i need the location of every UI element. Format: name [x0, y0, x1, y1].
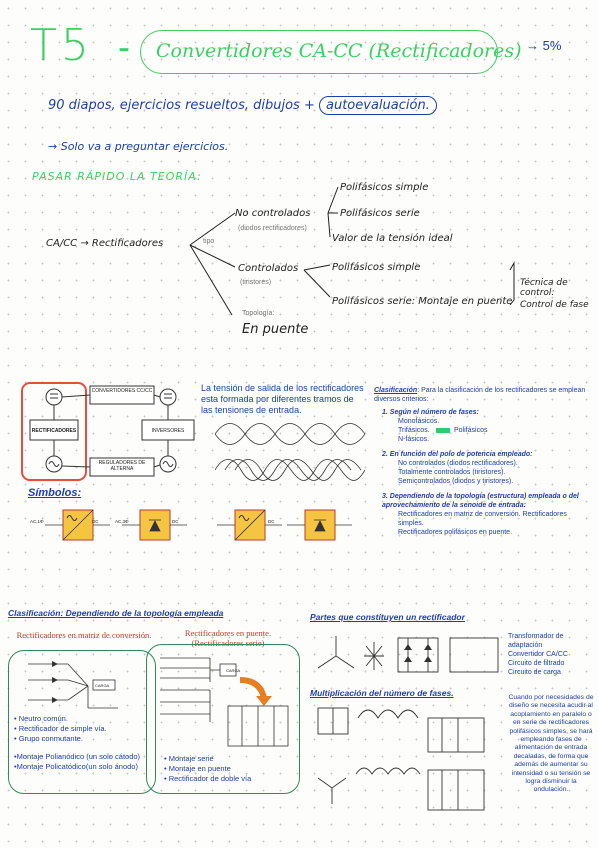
clasif-c2: 2. En función del polo de potencia emple… [382, 451, 533, 458]
subtitle-outline [140, 30, 498, 74]
tree-valor: Valor de la tensión ideal [332, 233, 453, 244]
partes-item-3: Circuito de carga [508, 669, 561, 676]
tree-control-fase: Control de fase [520, 300, 589, 310]
puente-item-1: • Montaje en puente [164, 764, 231, 773]
matriz-items: • Neutro común. • Rectificador de simple… [14, 714, 140, 772]
clasif-head: Clasificación [374, 387, 418, 394]
clasif-c3a: Rectificadores en matriz de conversión. … [398, 511, 567, 527]
clasif-c1b-row: Trifásicos. Polifásicos [374, 426, 589, 435]
simbolos-heading: Símbolos: [28, 487, 82, 499]
partes-list: Transformador de adaptación Convertidor … [508, 632, 599, 677]
autoeval-badge: autoevaluación. [319, 96, 437, 115]
multiplicacion-text: Cuando por necesidades de diseño se nece… [508, 694, 594, 794]
tree-connectors [189, 186, 515, 316]
tree-pol-simple-2: Polifásicos simple [332, 262, 421, 273]
converters-block-diagram [21, 382, 195, 481]
clasif-head-rest: : Para la clasificación de los rectifica… [374, 387, 586, 403]
tree-controlados: Controlados [238, 263, 299, 274]
tree-no-controlados: No controlados [235, 208, 311, 219]
matriz-item-2: • Grupo conmutante. [14, 734, 83, 743]
title-subtitle: Convertidores CA-CC (Rectificadores) [156, 40, 522, 62]
sym-label-dc-3: DC [268, 519, 275, 524]
clasificacion-block: Clasificación: Para la clasificación de … [374, 386, 589, 537]
puente-panel [146, 644, 300, 794]
carga-label-1: CARGA [95, 683, 110, 688]
clasif-c1c: N-fásicos. [398, 436, 430, 443]
puente-items: • Montaje serie • Montaje en puente • Re… [164, 754, 251, 784]
matriz-title: Rectificadores en matriz de conversión. [16, 630, 152, 640]
puente-item-2: • Rectificador de doble vía [164, 774, 252, 783]
diag-rect-label: RECTIFICADORES [31, 428, 77, 434]
tree-tecnica: Técnica de control: [520, 278, 568, 298]
clasif-c2b: Totalmente controlados (tiristores). [398, 469, 506, 476]
multiplicacion-heading: Multiplicación del número de fases. [310, 688, 454, 698]
diag-reg-label: REGULADORES DE ALTERNA [98, 460, 146, 472]
partes-item-1: Convertidor CA/CC [508, 651, 568, 658]
matriz-item-1: • Rectificador de simple vía. [14, 724, 107, 733]
sym-label-dc-1: DC [92, 519, 99, 524]
tree-pol-serie: Polifásicos serie [340, 208, 420, 219]
tree-pol-simple: Polifásicos simple [340, 182, 429, 193]
diag-conv-label: CONVERTIDORES CC/CC [91, 388, 153, 394]
tree-root: CA/CC → Rectificadores [46, 238, 164, 249]
tree-no-controlados-sub: (diodos rectificadores) [238, 225, 307, 232]
sym-label-dc-2: DC [172, 519, 179, 524]
tree-pol-serie-2: Polifásicos serie: Montaje en puente [332, 296, 513, 307]
clasif-c1: 1. Según el número de fases: [382, 409, 479, 416]
pasar-teoria: PASAR RÁPIDO LA TEORÍA: [32, 170, 202, 183]
clasif-intro: Clasificación: Para la clasificación de … [374, 386, 589, 404]
note-line-1: 90 diapos, ejercicios resueltos, dibujos… [48, 96, 437, 115]
matriz-circuit [28, 661, 118, 709]
sym-label-ac3: AC,3Φ [115, 519, 129, 524]
puente-circuit [160, 657, 289, 747]
diag-inv-label: INVERSORES [151, 428, 185, 434]
matriz-panel [8, 650, 156, 794]
matriz-item-0: • Neutro común. [14, 714, 68, 723]
clasif-c3b: Rectificadores polifásicos en puente. [398, 529, 513, 536]
percent-note: → 5% [526, 38, 562, 53]
tension-text: La tensión de salida de los rectificador… [201, 383, 364, 415]
note-line-2: → Solo va a preguntar ejercicios. [48, 140, 229, 153]
carga-label-2: CARGA [226, 668, 241, 673]
clasif-polifasicos: Polifásicos [454, 427, 488, 434]
partes-item-0: Transformador de adaptación [508, 633, 564, 649]
note-line-1-text: 90 diapos, ejercicios resueltos, dibujos… [48, 98, 315, 113]
title-t5: T5 [30, 20, 93, 71]
matriz-item-3: •Montaje Polianódico (un solo cátodo) [14, 752, 141, 761]
topologia-title: Clasificación [8, 608, 61, 618]
clasif-c1b: Trifásicos. [398, 427, 430, 434]
tree-tipo: tipo [203, 238, 215, 245]
rectifier-symbols [45, 509, 352, 541]
matriz-item-4: •Montaje Policatódico(un solo ánodo) [14, 762, 138, 771]
partes-heading: Partes que constituyen un rectificador [310, 612, 465, 622]
puente-item-0: • Montaje serie [164, 754, 214, 763]
clasif-c2c: Semicontrolados (diodos y tiristores). [398, 478, 514, 485]
clasif-c2a: No controlados (diodos rectificadores). [398, 460, 518, 467]
topologia-title-rest: : Dependiendo de la topología empleada [60, 608, 224, 618]
clasif-c3: 3. Dependiendo de la topología (estructu… [382, 493, 579, 509]
partes-circuits [317, 636, 499, 673]
title-dash: - [118, 26, 130, 67]
green-arrow-icon [436, 428, 450, 433]
puente-title: Rectificadores en puente. (Rectificadore… [184, 628, 272, 648]
sym-label-ac1: AC,1Φ [30, 519, 44, 524]
multiplicacion-circuits [317, 707, 485, 811]
tree-topologia: Topología: [242, 310, 275, 317]
clasif-c1a: Monofásicos. [398, 418, 440, 425]
partes-item-2: Circuito de filtrado [508, 660, 565, 667]
tree-en-puente: En puente [242, 322, 309, 337]
topologia-heading: Clasificación: Dependiendo de la topolog… [8, 608, 223, 618]
waveform-plot [215, 423, 365, 481]
tree-controlados-sub: (tiristores) [240, 279, 272, 286]
